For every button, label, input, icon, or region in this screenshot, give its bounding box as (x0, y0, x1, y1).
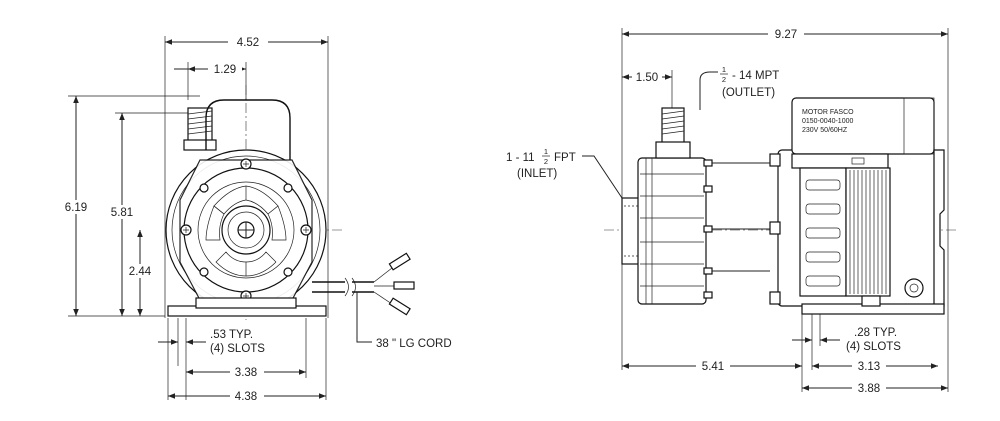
dim-overall-width: 4.52 (237, 37, 259, 49)
dim-side-base-length: 3.88 (858, 383, 880, 395)
outlet-note-line1: - 14 MPT (732, 70, 779, 82)
dim-side-slot-spacing: 3.13 (858, 361, 880, 373)
front-view: 4.52 1.29 6.19 5.81 2.44 (62, 35, 452, 403)
dim-side-outlet-offset: 1.50 (636, 72, 658, 84)
dim-shaft-height: 2.44 (129, 266, 152, 278)
motor-label-line1: MOTOR FASCO (802, 109, 854, 116)
dim-overall-height: 6.19 (65, 202, 87, 214)
side-view: 9.27 1.50 1 2 - 14 MPT (OUTLET) 1 - 11 1… (506, 27, 958, 395)
dim-outlet-height: 5.81 (111, 207, 133, 219)
dim-front-base-width: 4.38 (235, 391, 257, 403)
front-slots-line2: (4) SLOTS (210, 343, 265, 355)
inlet-frac-den: 2 (544, 157, 548, 166)
inlet-frac-num: 1 (544, 147, 548, 156)
side-slots-line1: .28 TYP. (854, 327, 897, 339)
dim-outlet-offset: 1.29 (214, 64, 236, 76)
dim-overall-length: 9.27 (775, 29, 797, 41)
outlet-frac-den: 2 (722, 75, 726, 84)
motor-label-line3: 230V 50/60HZ (802, 127, 848, 134)
side-slots-line2: (4) SLOTS (846, 341, 901, 353)
dim-inlet-to-base: 5.41 (702, 361, 724, 373)
inlet-note-line1-pre: 1 - 11 (506, 152, 535, 164)
outlet-note-line2: (OUTLET) (722, 87, 775, 99)
motor-label-line2: 0150-0040-1000 (802, 118, 853, 125)
dim-front-slot-spacing: 3.38 (235, 367, 257, 379)
inlet-note-line2: (INLET) (517, 168, 557, 180)
front-slots-line1: .53 TYP. (210, 329, 253, 341)
cord-note: 38 " LG CORD (376, 338, 452, 350)
outlet-frac-num: 1 (722, 65, 726, 74)
inlet-note-line1-post: FPT (554, 152, 576, 164)
